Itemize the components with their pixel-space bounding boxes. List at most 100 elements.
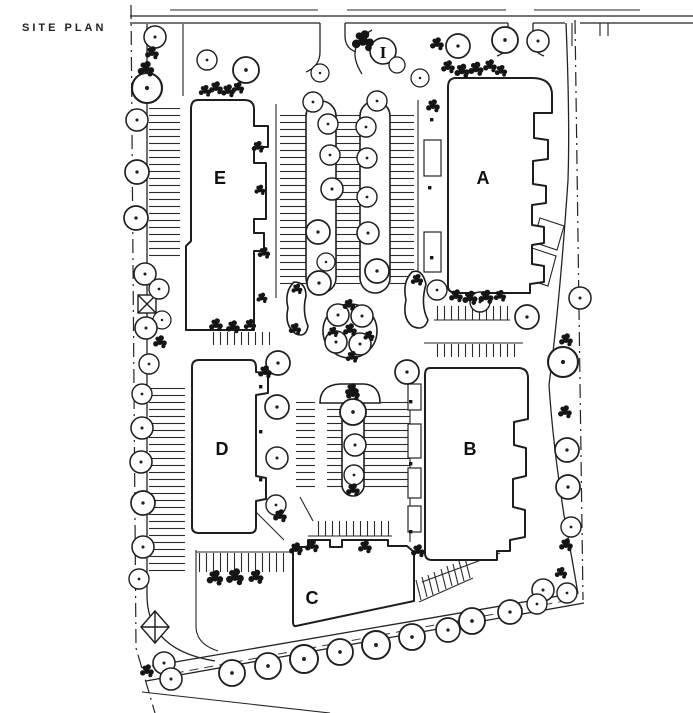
tree-icon [356, 221, 380, 245]
tree-icon [458, 607, 486, 635]
stoop-dot [259, 478, 263, 482]
tree-icon [159, 667, 183, 691]
tree-icon [356, 186, 378, 208]
tree-icon [134, 316, 158, 340]
parking-stalls [363, 400, 389, 492]
tree-icon [361, 630, 391, 660]
tree-icon [131, 383, 153, 405]
tree-icon [124, 159, 150, 185]
stoop-dot [409, 530, 413, 534]
parking-stalls [432, 344, 520, 357]
tree-icon [426, 279, 448, 301]
tree-icon [555, 474, 581, 500]
small-circle-marker [388, 56, 406, 74]
entrance-marker-label: I [380, 43, 387, 62]
tree-icon [364, 258, 390, 284]
stoop-dot [430, 256, 434, 260]
crosshatch-square-marker [137, 294, 157, 314]
tree-icon [316, 252, 336, 272]
tree-icon [130, 416, 154, 440]
parking-stalls [312, 521, 390, 536]
tree-icon [343, 433, 367, 457]
tree-icon [125, 108, 149, 132]
tree-icon [410, 68, 430, 88]
tree-icon [138, 353, 160, 375]
tree-icon [254, 652, 282, 680]
tree-icon [196, 49, 218, 71]
tree-icon [310, 63, 330, 83]
tree-icon [568, 286, 592, 310]
stoop-dot [409, 462, 413, 466]
tree-icon [398, 623, 426, 651]
tree-icon [556, 582, 578, 604]
end-island [404, 270, 429, 329]
building-a-label: A [477, 168, 490, 188]
entry-stoop [407, 467, 422, 499]
tree-icon [491, 26, 519, 54]
tree-icon [343, 464, 365, 486]
entrance-marker [369, 37, 397, 65]
tree-icon [320, 177, 344, 201]
entry-stoop [423, 139, 442, 177]
tree-icon [554, 437, 580, 463]
tree-icon [232, 56, 260, 84]
tree-icon [514, 304, 540, 330]
entry-stoop [407, 423, 422, 459]
tree-icon [130, 490, 156, 516]
driveway-curb [305, 23, 321, 73]
tree-icon [560, 516, 582, 538]
building-b [424, 367, 529, 561]
tree-icon [546, 345, 580, 379]
building-e-label: E [214, 168, 226, 188]
tree-icon [143, 25, 167, 49]
parking-stalls [336, 112, 360, 290]
tree-icon [305, 219, 331, 245]
tree-icon [128, 568, 150, 590]
markers [137, 29, 406, 645]
angled-parking-stalls [415, 557, 474, 603]
stoop-dot [428, 186, 432, 190]
tree-icon [326, 638, 354, 666]
building-labels: A B C D E I [214, 43, 490, 608]
tree-icon [526, 29, 550, 53]
parking-stalls [390, 112, 414, 290]
parking [149, 100, 565, 603]
tree-icon [445, 33, 471, 59]
building-c [292, 539, 415, 628]
tree-icon [123, 205, 149, 231]
tree-icon [302, 91, 324, 113]
parking-stalls [434, 306, 508, 320]
stoop-dot [409, 400, 413, 404]
entry-stoop [407, 505, 422, 533]
entry-steps [208, 332, 270, 345]
tree-icon [526, 593, 548, 615]
curb-line [299, 496, 314, 522]
driveway-curb [344, 23, 357, 53]
stoop-dot [259, 430, 263, 434]
parking-stalls [296, 398, 315, 492]
building-d-label: D [216, 439, 229, 459]
building-a [447, 77, 553, 294]
stoop-dot [259, 385, 263, 389]
tree-icon [355, 116, 377, 138]
entry-stoop [407, 383, 422, 411]
entry-stoop [423, 231, 442, 273]
tree-icon [131, 535, 155, 559]
stoop-dot [430, 118, 434, 122]
stoop-dots [259, 118, 434, 534]
buildings [185, 77, 553, 628]
diamond-marker [140, 609, 170, 645]
parking-stalls [327, 400, 342, 492]
tree-icon [306, 270, 332, 296]
parking-stalls [198, 553, 290, 572]
curb-line [195, 550, 219, 652]
tree-icon [218, 659, 246, 687]
curb-stub [571, 23, 609, 46]
tree-icon [435, 617, 461, 643]
tree-icon [356, 147, 378, 169]
parking-stalls [149, 108, 180, 258]
tree-icon [130, 71, 164, 105]
page-title: SITE PLAN [22, 22, 106, 34]
